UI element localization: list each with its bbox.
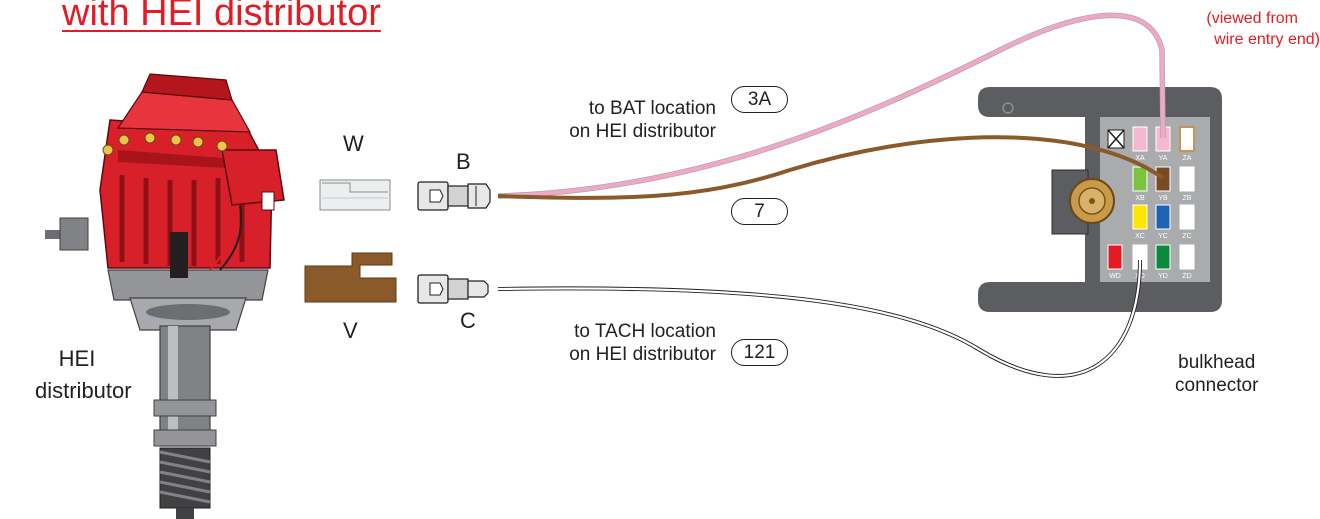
circuit-7-bubble: 7 [731, 198, 788, 225]
connector-v [304, 252, 397, 303]
bulkhead-label: bulkhead connector [1175, 351, 1258, 397]
cavity-label-xc: XC [1135, 233, 1145, 240]
hei-distributor [45, 73, 285, 519]
cavity-label-wd: WD [1109, 273, 1121, 280]
bulkhead-label-line-2: connector [1175, 375, 1259, 396]
cavity-label-yc: YC [1158, 233, 1168, 240]
circuit-3a-bubble: 3A [731, 86, 788, 113]
cavity-xa [1132, 126, 1148, 152]
wire-121-description: to TACH location on HEI distributor [569, 320, 716, 366]
cavity-yc [1155, 204, 1171, 230]
cavity-wd [1107, 244, 1123, 270]
cavity-label-ya: YA [1159, 155, 1168, 162]
wire-121-desc-line-1: to TACH location [574, 321, 716, 342]
cavity-label-xb: XB [1135, 195, 1145, 202]
cavity-label-zd: ZD [1182, 273, 1191, 280]
view-note-line-2: wire entry end) [1214, 31, 1320, 48]
cavity-za [1179, 126, 1195, 152]
wire-3a-desc-line-2: on HEI distributor [569, 121, 716, 142]
hei-label-line-1: HEI [58, 346, 96, 371]
wires [497, 12, 1166, 378]
bulkhead-cavities: XA YA ZA XB YB ZB XC YC ZC WD XD YD ZD [1107, 126, 1195, 280]
terminal-c-label: C [460, 308, 476, 333]
cavity-zd [1179, 244, 1195, 270]
connector-v-label: V [343, 318, 358, 343]
cavity-label-xa: XA [1135, 155, 1145, 162]
cavity-yb [1155, 166, 1171, 192]
cavity-label-yd: YD [1158, 273, 1168, 280]
circuit-121-bubble: 121 [731, 339, 788, 366]
wire-3a-desc-line-1: to BAT location [588, 98, 716, 119]
cavity-zc [1179, 204, 1195, 230]
view-note: (viewed from wire entry end) [1206, 8, 1320, 50]
view-note-line-1: (viewed from [1206, 10, 1298, 27]
connector-w-label: W [343, 131, 364, 156]
cavity-zb [1179, 166, 1195, 192]
cavity-yd [1155, 244, 1171, 270]
terminal-c [417, 274, 489, 304]
cavity-label-zc: ZC [1182, 233, 1191, 240]
cavity-xc [1132, 204, 1148, 230]
wire-3a-description: to BAT location on HEI distributor [569, 97, 716, 143]
wire-121-desc-line-2: on HEI distributor [569, 344, 716, 365]
hei-label-line-2: distributor [35, 378, 132, 403]
cavity-xb [1132, 166, 1148, 192]
cavity-label-yb: YB [1158, 195, 1168, 202]
terminal-b-label: B [456, 149, 471, 174]
wire-7-brown [497, 135, 1165, 200]
cavity-label-zb: ZB [1183, 195, 1192, 202]
bulkhead-label-line-1: bulkhead [1178, 352, 1256, 373]
cavity-label-za: ZA [1183, 155, 1192, 162]
diagram-title: with HEI distributor [62, 0, 381, 34]
connector-w [319, 179, 391, 211]
terminal-b [417, 181, 491, 211]
